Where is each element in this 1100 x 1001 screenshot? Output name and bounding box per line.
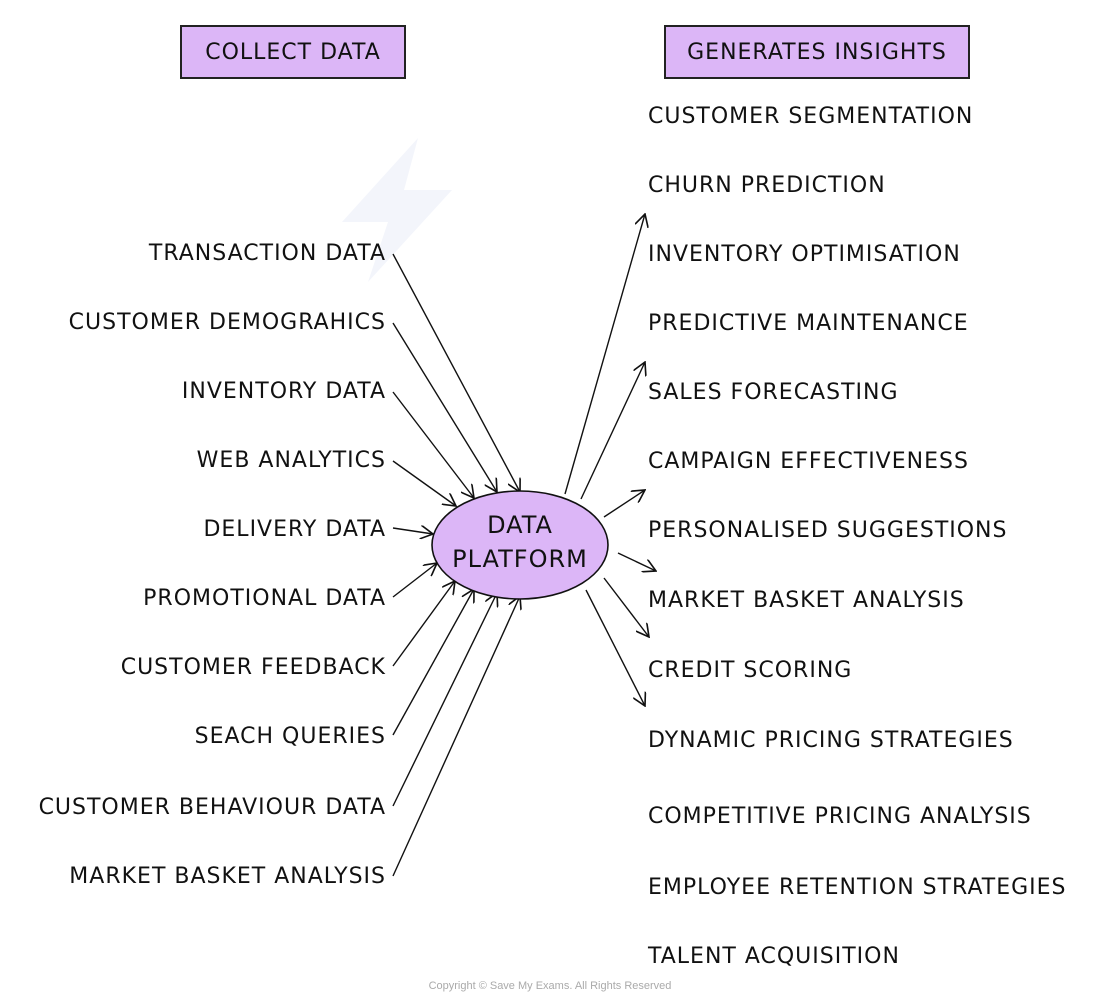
output-label: DYNAMIC PRICING STRATEGIES [648,728,1014,753]
collect-data-header: COLLECT DATA [180,25,406,79]
output-label: SALES FORECASTING [648,380,899,405]
output-arrow [603,577,649,637]
input-label: DELIVERY DATA [203,517,386,542]
output-label: PERSONALISED SUGGESTIONS [648,518,1008,543]
output-arrow [617,552,656,571]
input-label: MARKET BASKET ANALYSIS [69,864,386,889]
output-arrow [580,362,645,500]
output-label: CREDIT SCORING [648,658,853,683]
input-label: CUSTOMER BEHAVIOUR DATA [38,795,386,820]
data-platform-line1: DATA [487,511,553,539]
input-label: WEB ANALYTICS [196,448,386,473]
input-arrow [392,528,433,534]
output-arrow [585,589,645,706]
input-arrow [392,253,520,492]
watermark-logo [342,138,452,282]
data-platform-line2: PLATFORM [452,545,588,573]
output-label: CUSTOMER SEGMENTATION [648,104,974,129]
output-label: MARKET BASKET ANALYSIS [648,588,965,613]
input-label: CUSTOMER FEEDBACK [120,655,386,680]
output-label: CHURN PREDICTION [648,173,886,198]
input-arrow [392,563,437,598]
input-arrow [392,593,497,807]
input-arrow [392,322,497,492]
output-label: EMPLOYEE RETENTION STRATEGIES [648,875,1067,900]
generates-insights-header: GENERATES INSIGHTS [664,25,970,79]
output-label: TALENT ACQUISITION [648,944,900,969]
output-arrow [564,214,645,495]
output-label: COMPETITIVE PRICING ANALYSIS [648,804,1032,829]
data-platform-label: DATA PLATFORM [432,508,608,576]
copyright-notice: Copyright © Save My Exams. All Rights Re… [428,980,672,992]
input-arrow [392,460,456,506]
generates-insights-label: GENERATES INSIGHTS [687,39,947,65]
collect-data-label: COLLECT DATA [205,39,381,65]
input-arrow [392,596,520,877]
input-arrow [392,391,474,498]
input-label: INVENTORY DATA [181,379,386,404]
input-label: SEACH QUERIES [194,724,386,749]
output-arrow [603,490,645,518]
output-label: INVENTORY OPTIMISATION [648,242,961,267]
input-label: PROMOTIONAL DATA [143,586,386,611]
output-label: CAMPAIGN EFFECTIVENESS [648,449,969,474]
output-label: PREDICTIVE MAINTENANCE [648,311,969,336]
input-label: TRANSACTION DATA [148,241,386,266]
input-label: CUSTOMER DEMOGRAHICS [68,310,386,335]
data-platform-node [431,490,609,600]
input-arrow [392,581,455,667]
input-arrow [392,589,474,736]
